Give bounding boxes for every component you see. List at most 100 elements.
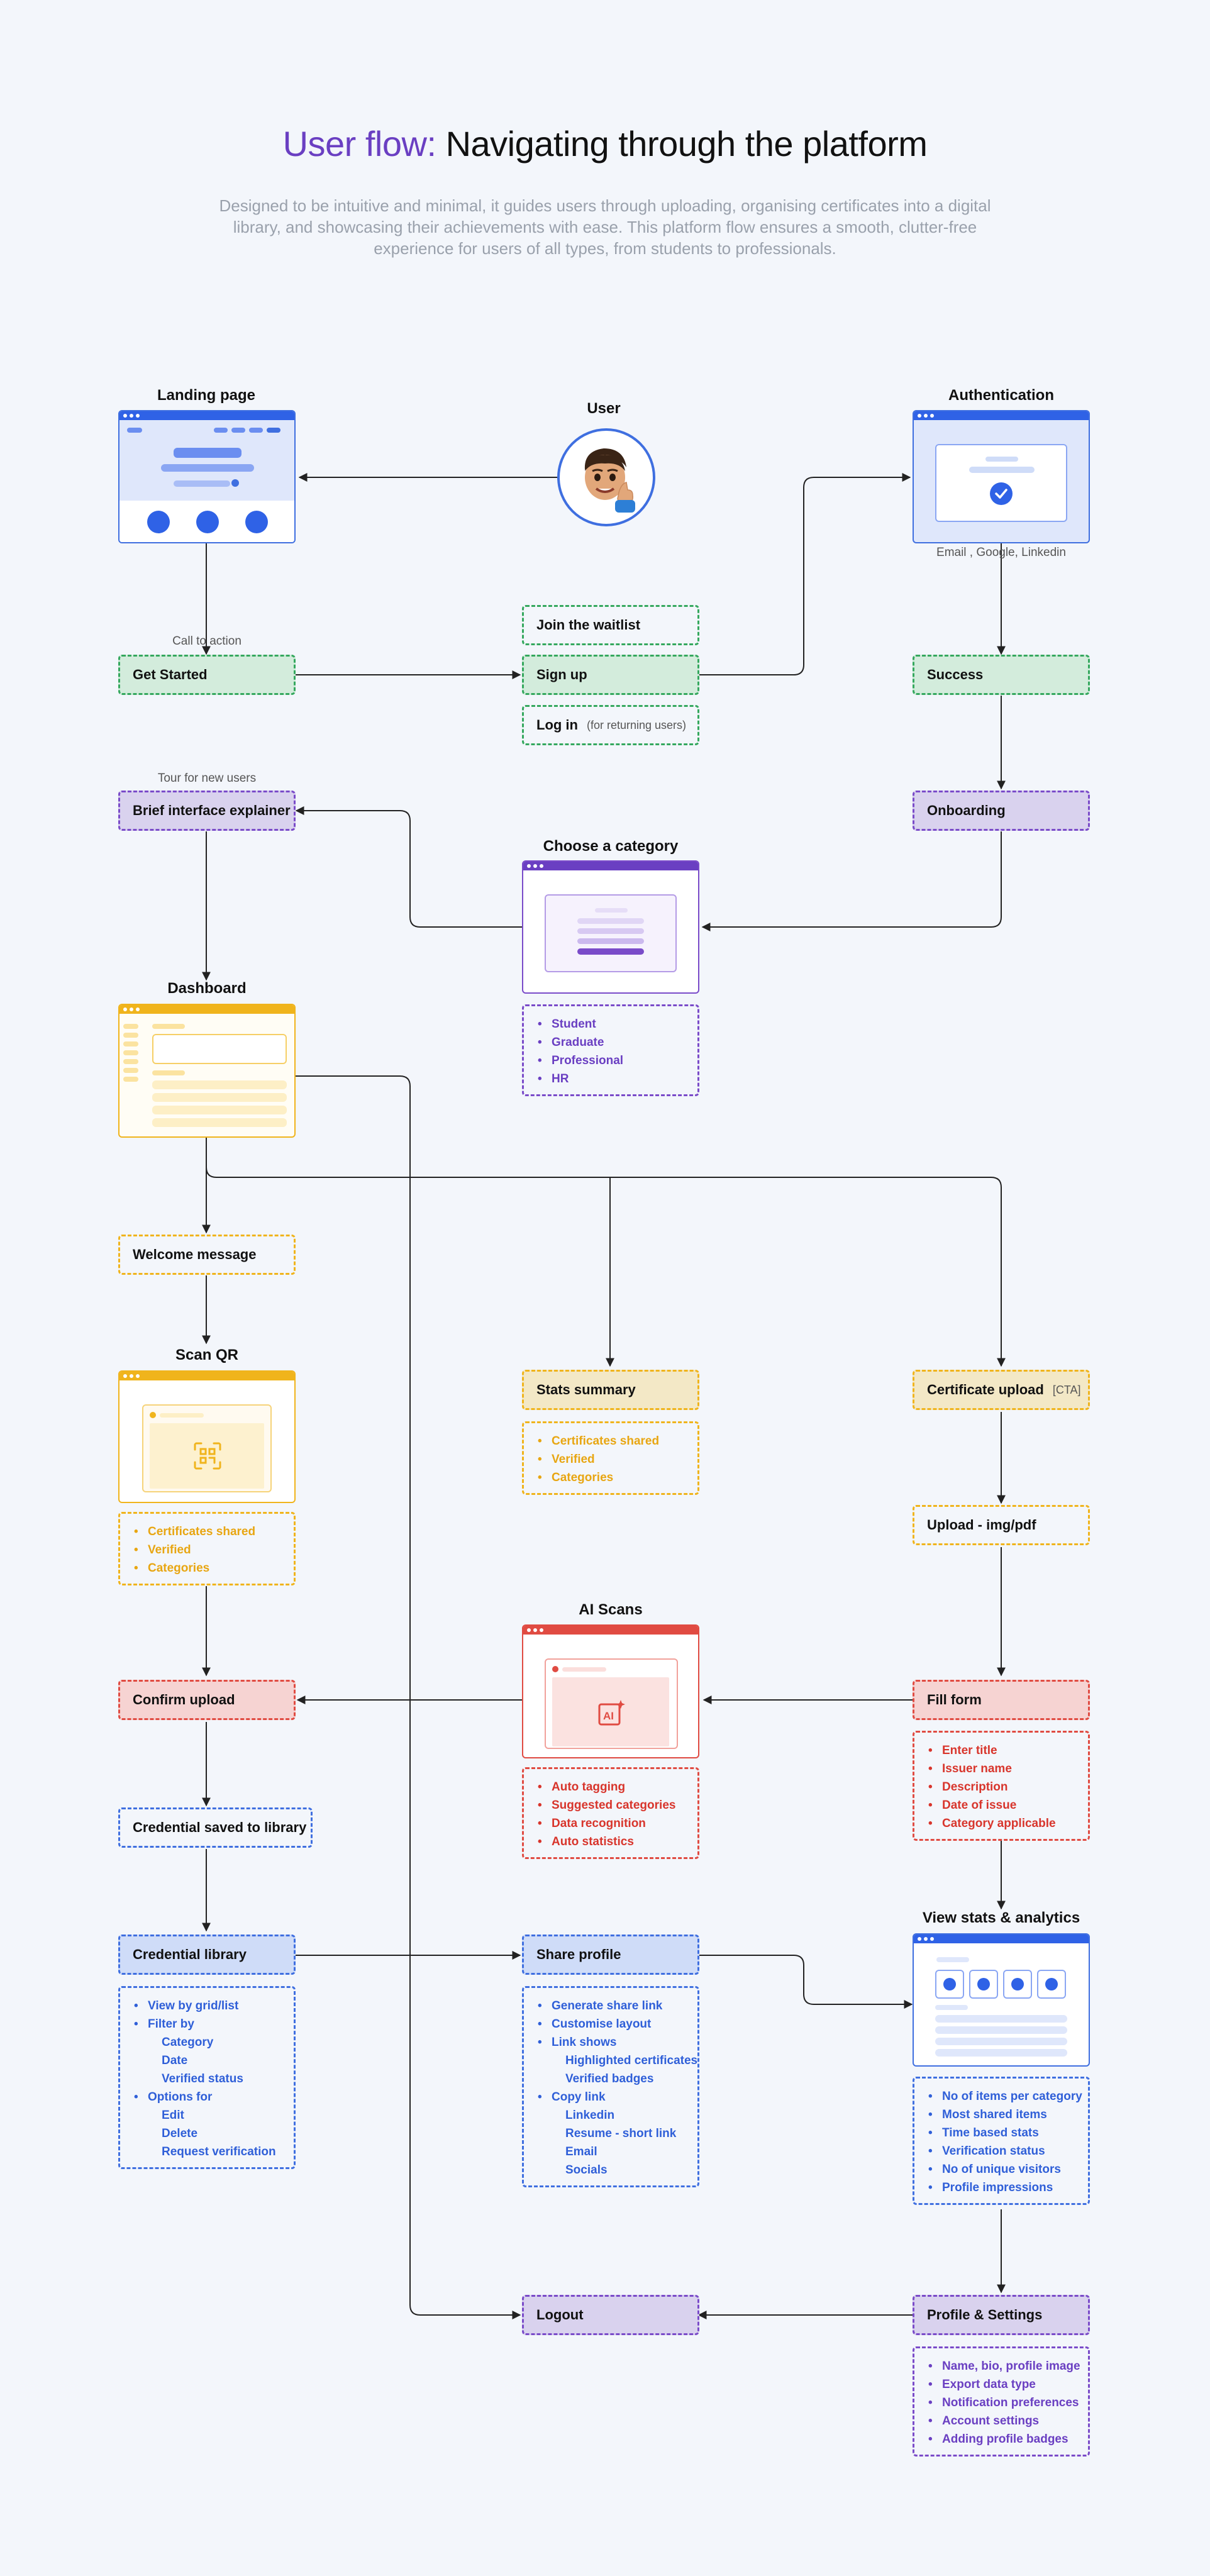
page-title: User flow: Navigating through the platfo… [0,123,1210,164]
call-to-action-caption: Call to action [172,635,241,648]
list-item: •Suggested categories [538,1799,676,1812]
form-field[interactable]: •Enter title [928,1744,997,1757]
list-item: •Auto statistics [538,1835,634,1848]
list-item[interactable]: •Name, bio, profile image [928,2360,1080,2373]
window-bar [914,411,1089,420]
list-item[interactable]: •Account settings [928,2414,1040,2428]
category-option[interactable]: •Graduate [538,1036,604,1049]
get-started-button[interactable]: Get Started [118,655,296,695]
list-item[interactable]: •Copy link [538,2090,606,2104]
landing-page-mockup [118,410,296,543]
logout-button[interactable]: Logout [522,2295,699,2335]
list-item[interactable]: Linkedin [565,2109,615,2122]
list-item[interactable]: Email [565,2145,597,2158]
welcome-message-node: Welcome message [118,1235,296,1275]
line-dashboard-to-logout [295,1075,521,2319]
list-item: •Categories [134,1562,210,1575]
confirm-upload-button[interactable]: Confirm upload [118,1680,296,1720]
list-item[interactable]: •Link shows [538,2036,617,2049]
line-branch-to-certupload [206,1138,1006,1367]
list-item[interactable]: •View by grid/list [134,1999,239,2012]
window-bar [523,862,698,870]
list-item[interactable]: Verified badges [565,2072,654,2085]
window-bar [119,1005,294,1014]
list-item: •Verified [134,1543,191,1557]
scan-qr-mockup[interactable] [118,1370,296,1503]
choose-category-mockup [522,860,699,994]
form-field[interactable]: •Date of issue [928,1799,1017,1812]
list-item: •Certificates shared [538,1435,660,1448]
join-waitlist-button[interactable]: Join the waitlist [522,605,699,645]
choose-category-label: Choose a category [543,838,679,855]
ai-scans-mockup: AI [522,1624,699,1758]
line-share-to-viewstats [699,1955,913,2009]
view-stats-label: View stats & analytics [922,1909,1080,1926]
ai-sparkle-icon: AI [598,1700,625,1726]
list-item: •Verified [538,1453,595,1466]
form-field[interactable]: •Category applicable [928,1817,1056,1830]
stats-summary-list: •Certificates shared •Verified •Categori… [522,1421,699,1495]
log-in-button[interactable]: Log in(for returning users) [522,705,699,745]
category-option[interactable]: •Student [538,1018,596,1031]
certificate-upload-button[interactable]: Certificate upload[CTA] [913,1370,1090,1410]
category-option[interactable]: •HR [538,1072,569,1085]
list-item: •Categories [538,1471,614,1484]
form-field[interactable]: •Issuer name [928,1762,1012,1775]
list-item[interactable]: Edit [162,2109,184,2122]
certificate-upload-label: Certificate upload [927,1382,1044,1397]
form-field[interactable]: •Description [928,1780,1008,1794]
stats-summary-node[interactable]: Stats summary [522,1370,699,1410]
list-item: •Data recognition [538,1817,646,1830]
upload-type-node[interactable]: Upload - img/pdf [913,1505,1090,1545]
list-item[interactable]: Verified status [162,2072,243,2085]
list-item[interactable]: •Notification preferences [928,2396,1079,2409]
profile-settings-node[interactable]: Profile & Settings [913,2295,1090,2335]
line-signup-to-auth [699,473,911,675]
list-item[interactable]: •Filter by [134,2018,194,2031]
category-options-list: •Student •Graduate •Professional •HR [522,1004,699,1096]
page-title-accent: User flow: [282,124,436,164]
window-bar [119,411,294,420]
memoji-thumbs-up-icon [584,448,635,513]
authentication-mockup [913,410,1090,543]
list-item[interactable]: •Customise layout [538,2018,652,2031]
list-item[interactable]: Date [162,2054,188,2067]
tour-caption: Tour for new users [157,772,257,785]
list-item[interactable]: Delete [162,2127,198,2140]
share-profile-node[interactable]: Share profile [522,1935,699,1975]
page-subtitle: Designed to be intuitive and minimal, it… [219,196,991,258]
list-item[interactable]: Request verification [162,2145,276,2158]
list-item[interactable]: •Options for [134,2090,213,2104]
fill-form-node[interactable]: Fill form [913,1680,1090,1720]
scan-qr-list: •Certificates shared •Verified •Categori… [118,1512,296,1585]
list-item[interactable]: Category [162,2036,214,2049]
log-in-note: (for returning users) [586,718,687,731]
list-item[interactable]: •Export data type [928,2378,1036,2391]
landing-page-label: Landing page [157,387,255,404]
scan-qr-label: Scan QR [175,1346,239,1363]
list-item[interactable]: Highlighted certificates [565,2054,698,2067]
user-avatar [557,428,655,526]
sign-up-button[interactable]: Sign up [522,655,699,695]
list-item: •Profile impressions [928,2181,1053,2194]
list-item[interactable]: •Generate share link [538,1999,663,2012]
window-bar [523,1626,698,1635]
list-item[interactable]: •Adding profile badges [928,2433,1068,2446]
fill-form-list: •Enter title •Issuer name •Description •… [913,1731,1090,1841]
credential-library-node[interactable]: Credential library [118,1935,296,1975]
list-item: •Verification status [928,2145,1045,2158]
list-item[interactable]: Socials [565,2163,608,2177]
success-node: Success [913,655,1090,695]
category-option[interactable]: •Professional [538,1054,624,1067]
authentication-caption: Email , Google, Linkedin [936,546,1066,559]
list-item[interactable]: Resume - short link [565,2127,677,2140]
ai-scans-label: AI Scans [579,1601,643,1618]
list-item: •No of unique visitors [928,2163,1061,2176]
qr-scan-icon [194,1442,221,1470]
dashboard-mockup [118,1004,296,1138]
line-category-to-explainer [295,806,522,928]
list-item: •Auto tagging [538,1780,626,1794]
interface-explainer-node: Brief interface explainer [118,791,296,831]
